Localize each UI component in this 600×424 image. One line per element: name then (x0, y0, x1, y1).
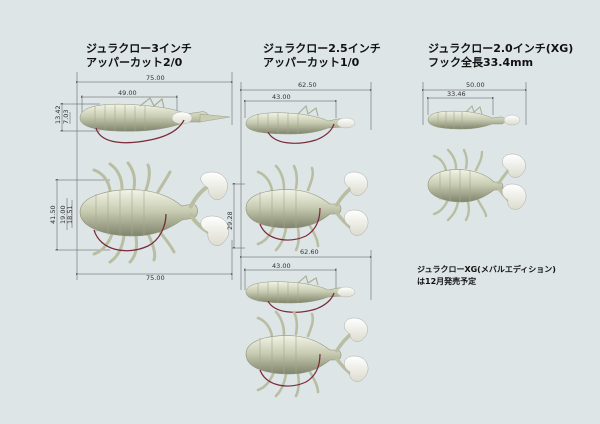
lure-3inch-top-view (79, 97, 231, 144)
lure-2_5inch-top-view-2 (245, 275, 356, 313)
group1-top-height: 13.42 (54, 105, 62, 124)
group2-mid-body-width: 43.00 (272, 262, 291, 270)
group2-dimension-lines (232, 82, 372, 300)
group3-title-line1: ジュラクロー2.0インチ(XG) (428, 42, 574, 55)
group2-top-body-width: 43.00 (272, 93, 291, 101)
lure-3inch-side-view (79, 161, 230, 264)
group2-title-line2: アッパーカット1/0 (263, 56, 360, 69)
group2-top-total-width: 62.50 (298, 81, 317, 89)
lure-2_5inch-top-view-1 (245, 104, 356, 144)
group3-top-body-width: 33.46 (447, 90, 466, 98)
group1-top-total-width: 75.00 (146, 74, 165, 82)
group1-top-inner-height: 7.03 (62, 110, 70, 124)
group1-side-total-height: 41.50 (49, 205, 57, 224)
lure-2inch-xg-side-view (427, 148, 527, 222)
release-note-line2: は12月発売予定 (417, 277, 477, 286)
group1-top-body-width: 49.00 (118, 89, 137, 97)
group2-title-line1: ジュラクロー2.5インチ (263, 42, 381, 55)
release-note-line1: ジュラクローXG(メバルエディション) (417, 265, 556, 274)
group3-dimension-lines (422, 82, 527, 125)
lure-2_5inch-side-view-1 (245, 164, 369, 252)
group1-side-inner-height: 19.00 (59, 205, 67, 224)
group1-side-inner-height-2: 18.51 (66, 205, 74, 224)
group1-bottom-total-width: 75.00 (146, 274, 165, 282)
group1-title-line1: ジュラクロー3インチ (86, 42, 192, 55)
group3-title-line2: フック全長33.4mm (428, 56, 534, 69)
group1-dimension-lines (55, 72, 233, 280)
group3-top-total-width: 50.00 (466, 81, 485, 89)
group2-mid-total-width: 62.60 (300, 248, 319, 256)
group2-side-height: 29.28 (226, 211, 234, 230)
group1-title-line2: アッパーカット2/0 (86, 56, 183, 69)
lure-2_5inch-side-view-2 (245, 310, 369, 398)
lure-2inch-xg-top-view (427, 105, 521, 130)
